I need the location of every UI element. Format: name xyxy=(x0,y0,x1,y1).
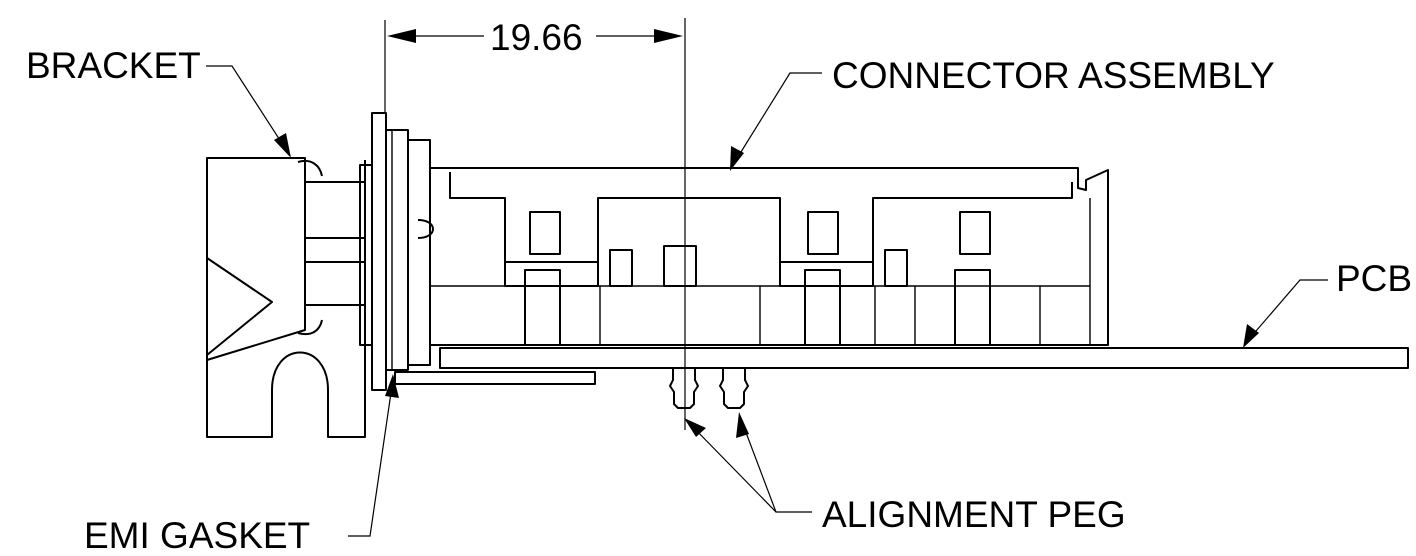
label-emi-gasket: EMI GASKET xyxy=(84,515,310,556)
leader-emi-gasket: EMI GASKET xyxy=(84,374,399,556)
alignment-pegs xyxy=(669,368,749,409)
pcb xyxy=(439,347,1409,369)
leader-connector-assembly: CONNECTOR ASSEMBLY xyxy=(730,55,1275,171)
label-connector-assembly: CONNECTOR ASSEMBLY xyxy=(832,55,1275,96)
label-pcb: PCB xyxy=(1336,258,1412,299)
leader-alignment-peg: ALIGNMENT PEG xyxy=(684,412,1126,535)
leader-pcb: PCB xyxy=(1243,258,1412,348)
dimension-value: 19.66 xyxy=(490,17,583,58)
label-bracket: BRACKET xyxy=(26,45,201,86)
leader-bracket: BRACKET xyxy=(26,45,291,158)
connector-housing xyxy=(429,167,1109,346)
dimension-19-66: 19.66 xyxy=(384,17,686,430)
bracket xyxy=(206,157,373,438)
label-alignment-peg: ALIGNMENT PEG xyxy=(822,494,1126,535)
